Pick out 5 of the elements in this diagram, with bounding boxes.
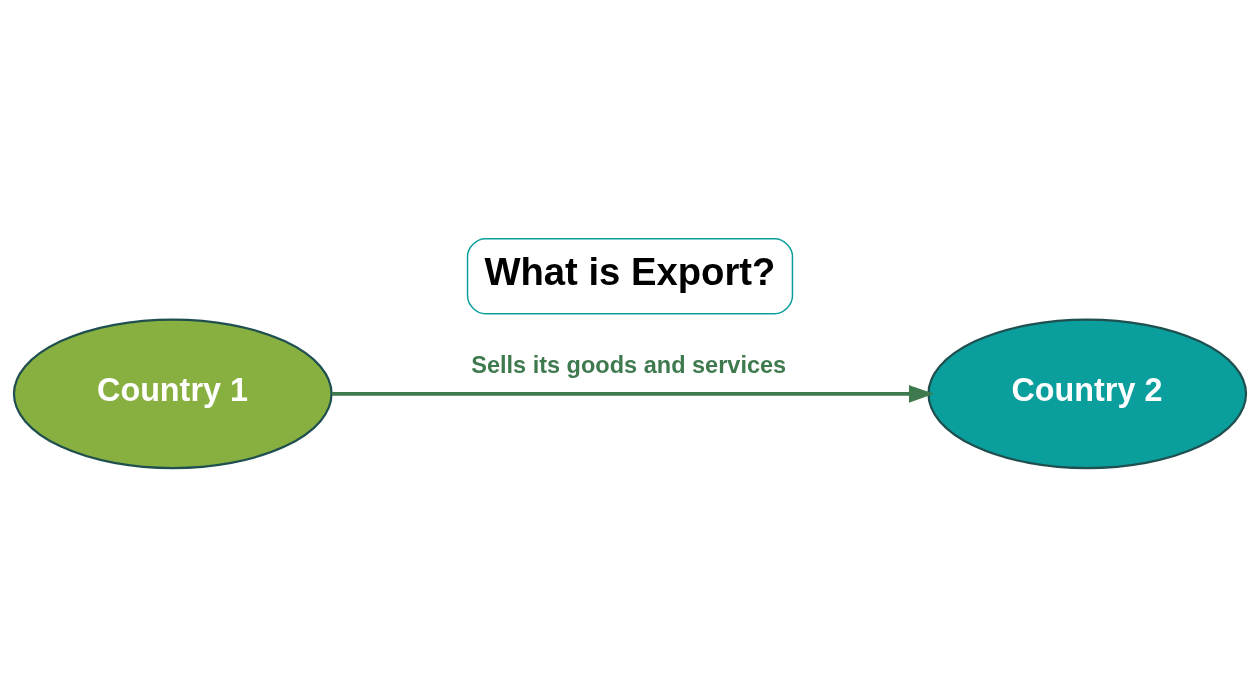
diagram-title: What is Export? — [484, 249, 776, 293]
node-ellipse: Country 1 — [12, 318, 333, 469]
arrow — [331, 384, 934, 403]
node-ellipse: Country 2 — [927, 318, 1248, 469]
edge-label: Sells its goods and services — [471, 351, 787, 378]
